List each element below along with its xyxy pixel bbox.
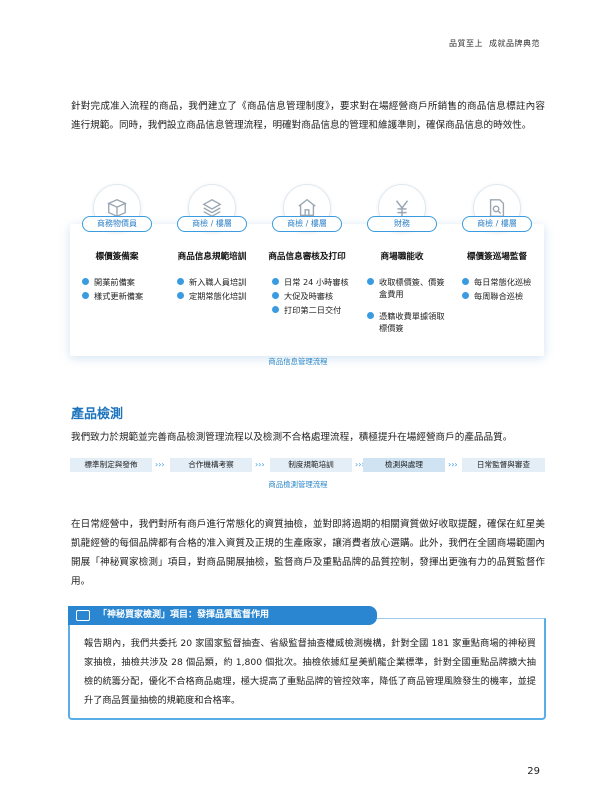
page-number: 29: [527, 766, 540, 777]
info-management-flow: 商務物價員 標價簽備案 開業前備案 樣式更新備案 商檢 / 樓層 商品信息規範培…: [70, 184, 544, 370]
dept-pill: 商務物價員: [82, 216, 152, 232]
column-title: 商品信息審核及打印: [268, 252, 346, 262]
list-item: 憑籍收費單據領取標價簽: [367, 310, 451, 334]
step-5: 日常監督與審查: [462, 458, 545, 472]
flow-column-3: 商檢 / 樓層 商品信息審核及打印 日常 24 小時審核 大促及時審核 打印第二…: [260, 184, 354, 344]
list-item: 每日常態化巡檢: [462, 276, 546, 288]
sofa-icon: [76, 610, 90, 621]
step-1: 標準制定與發佈: [70, 458, 152, 472]
daily-paragraph: 在日常經營中，我們對所有商戶進行常態化的資質抽檢，並對即將過期的相關資質做好收取…: [71, 519, 545, 587]
dept-pill: 商檢 / 樓層: [177, 216, 247, 232]
flow-column-1: 商務物價員 標價簽備案 開業前備案 樣式更新備案: [70, 184, 164, 344]
running-header: 品質至上成就品牌典范: [449, 38, 540, 49]
detect-intro-paragraph: 我們致力於規範並完善商品檢測管理流程以及檢測不合格處理流程，積極提升在場經營商戶…: [71, 432, 513, 443]
list-item: 日常 24 小時審核: [272, 276, 356, 288]
flow-caption: 商品信息管理流程: [268, 357, 328, 366]
flow-column-5: 商檢 / 樓層 標價簽巡場監督 每日常態化巡檢 每周聯合巡檢: [450, 184, 544, 344]
step-4: 檢測與處理: [363, 458, 445, 472]
case-title: 「神秘買家檢測」項目：發揮品質監督作用: [98, 610, 270, 620]
column-title: 商品信息規範培訓: [177, 252, 247, 262]
steps-caption: 商品檢測管理流程: [268, 480, 328, 489]
step-3: 制度規範培訓: [270, 458, 352, 472]
column-title: 標價簽備案: [95, 252, 139, 262]
case-study-box: 「神秘買家檢測」項目：發揮品質監督作用 報告期內，我們共委托 20 家國家監督抽…: [68, 606, 546, 720]
dept-pill: 財務: [367, 216, 437, 232]
header-part-2: 成就品牌典范: [489, 39, 540, 48]
chevron-right-icon: ›››: [355, 460, 365, 469]
column-title: 標價簽巡場監督: [466, 252, 528, 262]
column-title: 商場職能收: [380, 252, 424, 262]
list-item: 每周聯合巡檢: [462, 290, 546, 302]
list-item: 大促及時審核: [272, 290, 356, 302]
flow-card-background: [70, 224, 544, 356]
section-title: 產品檢測: [71, 407, 124, 422]
intro-paragraph: 針對完成准入流程的商品，我們建立了《商品信息管理制度》，要求對在場經營商戶所銷售…: [71, 101, 545, 131]
chevron-right-icon: ›››: [448, 460, 458, 469]
flow-column-2: 商檢 / 樓層 商品信息規範培訓 新入職人員培訓 定期常態化培訓: [165, 184, 259, 344]
flow-column-4: 財務 商場職能收 收取標價簽、價簽盒費用 憑籍收費單據領取標價簽: [355, 184, 449, 344]
header-part-1: 品質至上: [449, 39, 483, 48]
case-text: 報告期內，我們共委托 20 家國家監督抽查、省級監督抽查權威檢測機構，針對全國 …: [84, 638, 536, 706]
step-2: 合作機構考察: [170, 458, 252, 472]
chevron-right-icon: ›››: [155, 460, 165, 469]
detection-process-steps: 標準制定與發佈 ››› 合作機構考察 ››› 制度規範培訓 ››› 檢測與處理 …: [70, 458, 545, 472]
chevron-right-icon: ›››: [255, 460, 265, 469]
list-item: 新入職人員培訓: [177, 276, 261, 288]
list-item: 定期常態化培訓: [177, 290, 261, 302]
list-item: 樣式更新備案: [82, 290, 166, 302]
list-item: 開業前備案: [82, 276, 166, 288]
list-item: 收取標價簽、價簽盒費用: [367, 276, 451, 300]
dept-pill: 商檢 / 樓層: [272, 216, 342, 232]
dept-pill: 商檢 / 樓層: [462, 216, 532, 232]
case-header: 「神秘買家檢測」項目：發揮品質監督作用: [68, 606, 377, 625]
list-item: 打印第二日交付: [272, 304, 356, 316]
